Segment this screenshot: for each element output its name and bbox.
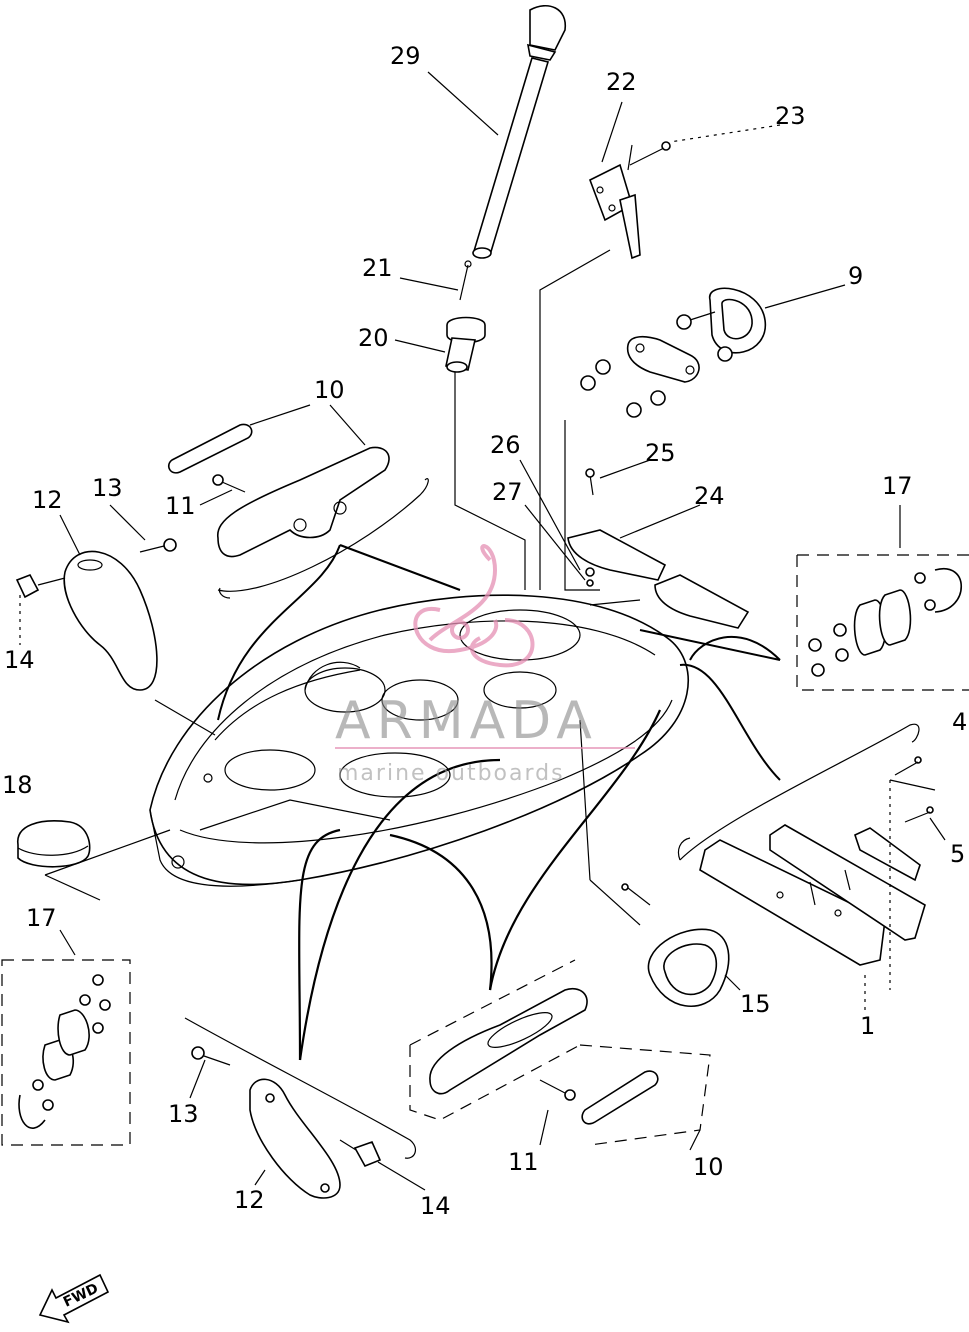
assembly-lines <box>44 249 781 1061</box>
hull-deck <box>149 594 690 887</box>
ring-15 <box>621 883 730 1007</box>
screw-11-upper <box>212 474 246 493</box>
callout-18: 18 <box>2 771 33 799</box>
bracket-22 <box>588 141 671 260</box>
callout-27: 27 <box>492 478 523 506</box>
callout-5: 5 <box>950 840 965 868</box>
callout-11-upper: 11 <box>165 492 196 520</box>
handle-10-upper <box>168 423 429 599</box>
bracket-1 <box>677 723 934 966</box>
callout-11-lower: 11 <box>508 1148 539 1176</box>
callout-4: 4 <box>952 708 967 736</box>
cap-18 <box>17 820 91 868</box>
grommet-20-21 <box>445 260 486 373</box>
callout-12-upper: 12 <box>32 486 63 514</box>
hardware-17-left <box>1 959 131 1146</box>
plate-24 <box>567 468 750 629</box>
callout-17-left: 17 <box>26 904 57 932</box>
watermark-brand: ARMADA <box>335 691 598 751</box>
watermark-logo-icon <box>413 544 535 668</box>
callout-numbers: 29 22 23 21 9 20 10 26 25 13 12 27 24 17… <box>2 42 967 1220</box>
callout-26: 26 <box>490 431 521 459</box>
callout-9: 9 <box>848 262 863 290</box>
callout-22: 22 <box>606 68 637 96</box>
cover-12-upper <box>15 538 177 691</box>
leader-lines <box>19 71 946 1191</box>
watermark-tagline: marine outboards <box>337 761 565 786</box>
hardware-17-right <box>796 554 969 691</box>
callout-14-upper: 14 <box>4 646 35 674</box>
callout-25: 25 <box>645 439 676 467</box>
callout-10-lower: 10 <box>693 1153 724 1181</box>
callout-21: 21 <box>362 254 393 282</box>
callout-23: 23 <box>775 102 806 130</box>
tow-eye-9 <box>580 287 766 418</box>
callout-10-upper: 10 <box>314 376 345 404</box>
callout-12-lower: 12 <box>234 1186 265 1214</box>
cover-12-lower <box>184 1017 417 1199</box>
handle-10-lower <box>409 959 711 1146</box>
screw-11-lower <box>539 1079 576 1101</box>
callout-29: 29 <box>390 42 421 70</box>
callout-20: 20 <box>358 324 389 352</box>
callout-13-upper: 13 <box>92 474 123 502</box>
fwd-arrow-icon: FWD <box>38 1273 110 1324</box>
watermark: ARMADA marine outboards <box>335 544 635 786</box>
callout-24: 24 <box>694 482 725 510</box>
pole-29 <box>472 5 566 259</box>
callout-17-right: 17 <box>882 472 913 500</box>
callout-15: 15 <box>740 990 771 1018</box>
callout-14-lower: 14 <box>420 1192 451 1220</box>
callout-1: 1 <box>860 1012 875 1040</box>
callout-13-lower: 13 <box>168 1100 199 1128</box>
